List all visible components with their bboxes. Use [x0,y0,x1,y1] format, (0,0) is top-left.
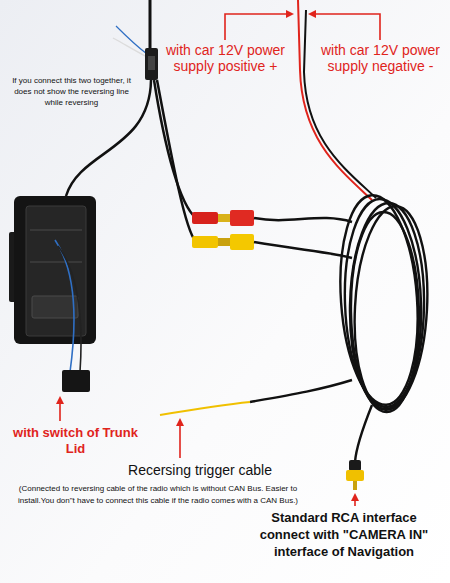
cable-coil [334,193,433,413]
label-slot: with switch of Trunk Lid [8,425,143,456]
coil-loop [349,211,420,412]
arrowhead [286,10,294,18]
video-out-cable [355,405,372,462]
cable [254,242,352,258]
arrowhead [56,396,64,404]
black-power-wire [304,10,376,198]
label-slot: Recersing trigger cable [80,462,320,479]
cable-label: Recersing trigger cable [80,462,320,479]
white-wire [113,38,147,57]
inline-connector [145,48,158,80]
rca-body [349,460,361,471]
blue-wire [116,26,147,54]
pointer-line [179,424,181,458]
plug-ring [218,238,230,246]
arrowhead [308,10,316,18]
interface-label: Standard RCA interface connect with "CAM… [245,510,443,561]
label-slot: Standard RCA interface connect with "CAM… [245,510,443,561]
label-slot: If you connect this two together, it doe… [4,75,139,109]
red-power-wire [298,0,372,200]
yellow-socket [230,234,254,250]
pointer-line [225,14,288,40]
label-slot: (Connected to reversing cable of the rad… [8,483,308,506]
camera-window [32,296,78,318]
yellow-trigger-wire [160,402,250,415]
housing-ridge [30,230,82,262]
black-wire [58,246,81,372]
power-label: with car 12V power supply negative - [318,42,443,74]
label-slot: with car 12V power supply negative - [318,42,443,74]
label-slot: with car 12V power supply positive + [163,42,288,74]
trigger-cable [250,380,352,402]
camera-housing [14,196,96,344]
red-plug [192,212,218,224]
coil-loop [350,204,433,411]
top-cable [149,0,152,50]
trunk-lid-connector [62,370,90,392]
yellow-plug [192,236,218,248]
rca-ring [346,470,364,481]
note-text: If you connect this two together, it doe… [4,75,139,109]
camera-face [26,206,86,336]
pointer-line [60,402,62,421]
power-label: with car 12V power supply positive + [163,42,288,74]
connector-detail [148,56,155,70]
rca-pin [353,481,357,490]
blue-wire [55,240,74,372]
camera-cable [66,80,151,196]
cable [254,218,352,222]
red-socket [230,210,254,226]
plug-ring [218,214,230,222]
switch-label: with switch of Trunk Lid [8,425,143,456]
power-cable [157,80,196,242]
note-text: (Connected to reversing cable of the rad… [8,483,308,506]
arrowhead [176,418,184,426]
pointer-line [314,14,380,40]
arrowhead [351,493,359,501]
